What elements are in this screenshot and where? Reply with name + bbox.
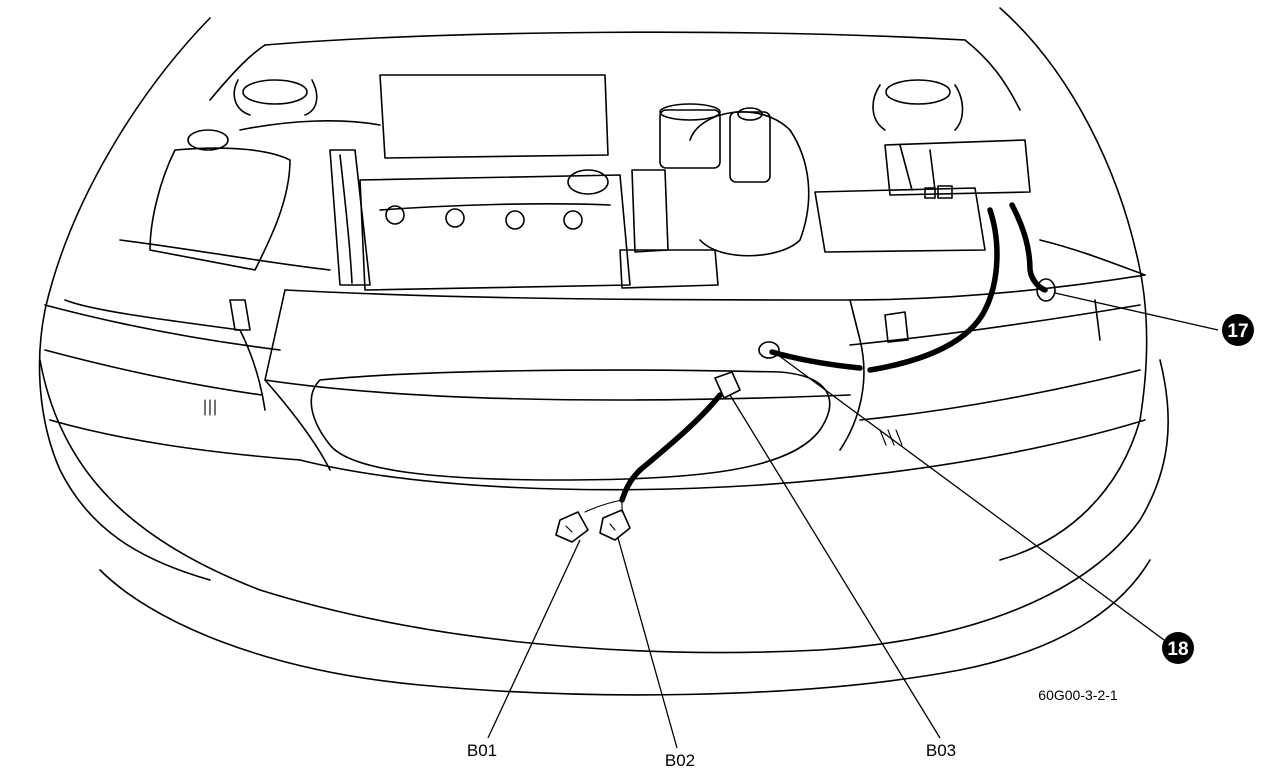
- label-b03: B03: [926, 741, 956, 760]
- connector-b03[interactable]: [714, 371, 741, 399]
- car-body: [38, 7, 1169, 696]
- label-b02: B02: [665, 751, 695, 770]
- wire-harness: [584, 185, 1048, 513]
- callout-18: 18: [1162, 632, 1194, 664]
- connector-b02[interactable]: [599, 509, 631, 541]
- connector-b01[interactable]: [555, 511, 589, 543]
- callout-17-number: 17: [1227, 321, 1248, 342]
- ground-terminal-18[interactable]: [758, 341, 780, 359]
- engine-components: [149, 74, 1031, 291]
- label-b01: B01: [467, 741, 497, 760]
- leader-lines: [487, 292, 1219, 749]
- figure-code: 60G00-3-2-1: [1038, 687, 1118, 703]
- front-header-panel: [44, 274, 1146, 491]
- ground-terminal-17[interactable]: [1036, 278, 1056, 302]
- callout-17: 17: [1222, 314, 1254, 346]
- callout-18-number: 18: [1167, 639, 1188, 660]
